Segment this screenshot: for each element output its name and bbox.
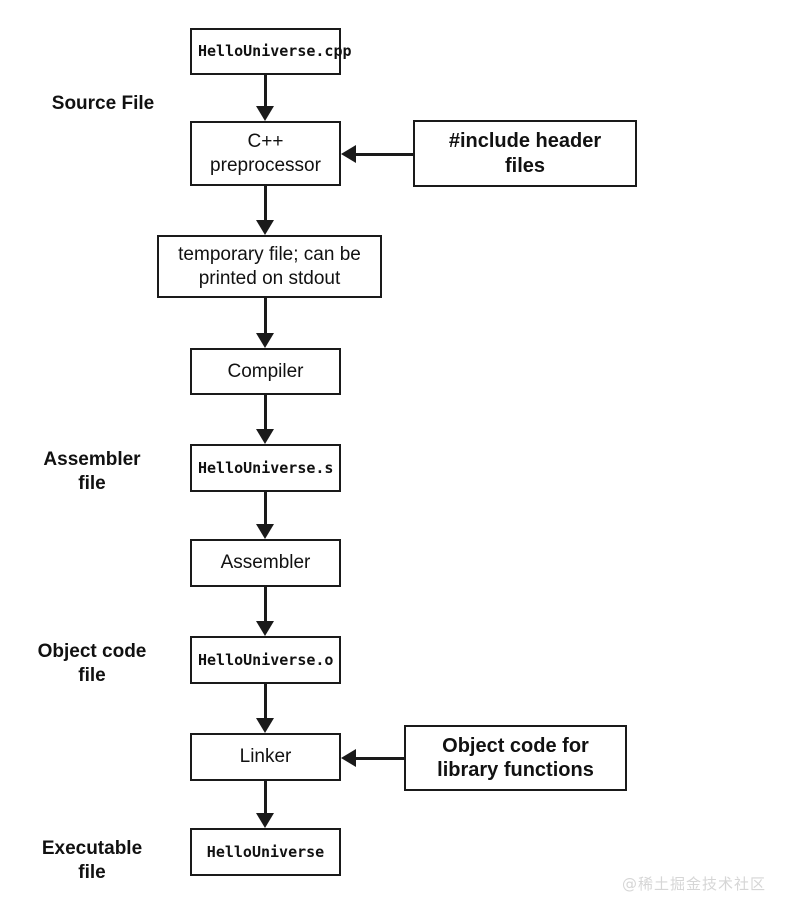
stage-label-source-file: Source File (51, 93, 155, 114)
arrow-assembler-file-to-assembler-head-icon (256, 524, 274, 539)
arrow-linker-to-executable-line (264, 781, 267, 815)
arrow-source-to-preprocessor-head-icon (256, 106, 274, 121)
compiler-box: Compiler (190, 348, 341, 395)
linker-box: Linker (190, 733, 341, 781)
arrow-library-to-linker-line (354, 757, 404, 760)
arrow-temporary-to-compiler-head-icon (256, 333, 274, 348)
object-code-file-box-label: HelloUniverse.o (198, 650, 334, 669)
executable-file-box: HelloUniverse (190, 828, 341, 876)
object-code-file-box: HelloUniverse.o (190, 636, 341, 684)
arrow-object-file-to-linker-line (264, 684, 267, 720)
compiler-box-label: Compiler (227, 360, 304, 382)
arrow-include-to-preprocessor-line (354, 153, 413, 156)
assembler-box-label: Assembler (220, 552, 311, 574)
arrow-include-to-preprocessor-head-icon (341, 145, 356, 163)
executable-file-box-label: HelloUniverse (206, 842, 325, 861)
include-header-files-box: #include header files (413, 120, 637, 187)
arrow-preprocessor-to-temporary-line (264, 186, 267, 222)
include-header-files-box-label: #include header files (448, 130, 602, 177)
assembler-file-box: HelloUniverse.s (190, 444, 341, 492)
assembler-file-box-label: HelloUniverse.s (198, 458, 334, 477)
source-file-box: HelloUniverse.cpp (190, 28, 352, 75)
arrow-linker-to-executable-head-icon (256, 813, 274, 828)
linker-box-label: Linker (239, 746, 292, 768)
arrow-library-to-linker-head-icon (341, 749, 356, 767)
stage-label-assembler-file: Assembler file (43, 449, 141, 495)
preprocessor-box: C++ preprocessor (190, 121, 341, 186)
temporary-file-box: temporary file; can be printed on stdout (157, 235, 382, 298)
stage-label-executable-file: Executable file (41, 838, 143, 884)
arrow-compiler-to-assembler-file-line (264, 395, 267, 431)
arrow-assembler-to-object-file-head-icon (256, 621, 274, 636)
arrow-temporary-to-compiler-line (264, 298, 267, 335)
source-file-box-label: HelloUniverse.cpp (198, 42, 352, 61)
assembler-box: Assembler (190, 539, 341, 587)
arrow-assembler-to-object-file-line (264, 587, 267, 623)
arrow-compiler-to-assembler-file-head-icon (256, 429, 274, 444)
arrow-object-file-to-linker-head-icon (256, 718, 274, 733)
library-object-code-box-label: Object code for library functions (437, 734, 594, 781)
arrow-assembler-file-to-assembler-line (264, 492, 267, 526)
arrow-preprocessor-to-temporary-head-icon (256, 220, 274, 235)
stage-label-object-code-file: Object code file (37, 641, 147, 687)
arrow-source-to-preprocessor-line (264, 75, 267, 108)
library-object-code-box: Object code for library functions (404, 725, 627, 791)
preprocessor-box-label: C++ preprocessor (210, 131, 321, 176)
watermark: @稀土掘金技术社区 (622, 875, 767, 893)
temporary-file-box-label: temporary file; can be printed on stdout (178, 244, 361, 289)
